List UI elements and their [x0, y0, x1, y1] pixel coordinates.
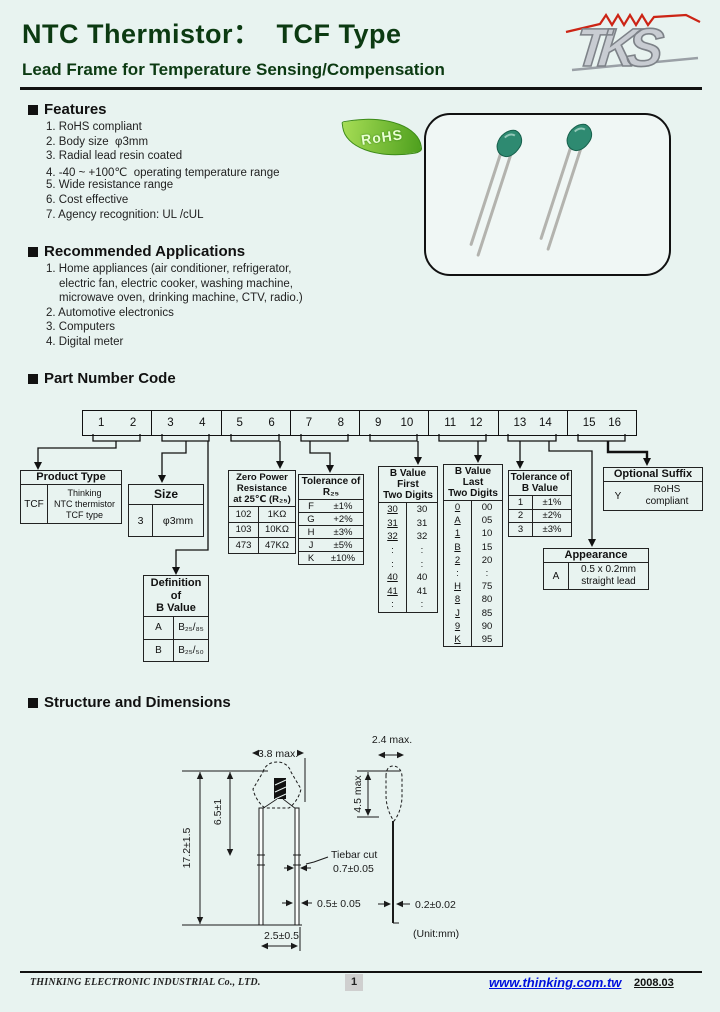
- footer-rule: [20, 971, 702, 973]
- part-number-heading: Part Number Code: [28, 370, 176, 387]
- page-number-badge: 1: [345, 974, 363, 991]
- dim-4-5-max: 4.5 max: [352, 775, 364, 813]
- logo-letters: TKS: [572, 18, 666, 78]
- application-item: 3. Computers: [46, 321, 116, 334]
- appearance-table: Appearance A 0.5 x 0.2mm straight lead: [543, 548, 649, 590]
- application-item: 2. Automotive electronics: [46, 306, 174, 319]
- thermistor-image: [469, 123, 593, 257]
- size-table: Size 3 φ3mm: [128, 484, 204, 537]
- website-link[interactable]: www.thinking.com.tw: [489, 975, 622, 990]
- feature-item: 3. Radial lead resin coated: [46, 150, 183, 163]
- dim-6-5: 6.5±1: [212, 799, 224, 825]
- tolerance-b-table: Tolerance of B Value 1±1% 2±2% 3±3%: [508, 470, 572, 537]
- header-rule: [20, 87, 702, 90]
- application-item: electric fan, electric cooker, washing m…: [59, 277, 293, 290]
- rohs-leaf-icon: RoHS: [341, 110, 423, 164]
- tks-logo: TKS: [565, 12, 701, 79]
- optional-suffix-table: Optional Suffix Y RoHS compliant: [603, 467, 703, 511]
- section-bullet-icon: [28, 246, 38, 257]
- feature-item: 1. RoHS compliant: [46, 121, 142, 133]
- logo-diagonal-line: [571, 56, 699, 72]
- unit-label: (Unit:mm): [413, 928, 459, 940]
- applications-heading: Recommended Applications: [28, 243, 245, 260]
- chip-element: [274, 778, 286, 799]
- thermistor-2: [539, 123, 593, 251]
- section-bullet-icon: [28, 697, 38, 708]
- logo-red-zigzag-icon: [565, 12, 701, 34]
- tolerance-r25-table: Tolerance of R₂₅ F±1% G+2% H±3% J±5% K±1…: [298, 474, 364, 565]
- application-item: 1. Home appliances (air conditioner, ref…: [46, 263, 292, 275]
- rohs-leaf-label: RoHS: [360, 126, 404, 148]
- features-heading: Features: [28, 101, 107, 118]
- footer-date: 2008.03: [634, 977, 674, 989]
- application-item: microwave oven, drinking machine, CTV, r…: [59, 292, 303, 305]
- feature-item: 7. Agency recognition: UL /cUL: [46, 208, 204, 221]
- feature-item: 2. Body size φ3mm: [46, 135, 149, 148]
- section-bullet-icon: [28, 373, 38, 384]
- structure-heading: Structure and Dimensions: [28, 694, 231, 711]
- dim-2-4-max: 2.4 max.: [372, 734, 412, 746]
- page-subtitle: Lead Frame for Temperature Sensing/Compe…: [22, 60, 445, 79]
- dim-17-2: 17.2±1.5: [181, 827, 193, 868]
- application-item: 4. Digital meter: [46, 335, 124, 348]
- applications-list: 1. Home appliances (air conditioner, ref…: [46, 263, 303, 351]
- dim-0-5: 0.5± 0.05: [317, 898, 361, 910]
- feature-item: 6. Cost effective: [46, 193, 129, 206]
- feature-item: 4. -40 ~ +100℃ operating temperature ran…: [46, 166, 280, 179]
- product-type-table: Product Type TCF Thinking NTC thermistor…: [20, 470, 122, 524]
- tiebar-label: Tiebar cut: [331, 849, 377, 861]
- dim-2-5: 2.5±0.5: [264, 930, 299, 942]
- page-title: NTC Thermistor： TCF Type: [22, 19, 402, 49]
- dim-0-7: 0.7±0.05: [333, 863, 374, 875]
- dim-0-2: 0.2±0.02: [415, 899, 456, 911]
- features-list: 1. RoHS compliant 2. Body size φ3mm 3. R…: [46, 121, 279, 223]
- feature-item: 5. Wide resistance range: [46, 179, 174, 192]
- dim-3-8-max: 3.8 max.: [258, 748, 298, 760]
- product-photo: [424, 113, 671, 276]
- dimension-diagram: 2.4 max. 3.8 max. 17.2±1.5 6.5±1 4.5 max…: [181, 734, 459, 951]
- section-bullet-icon: [28, 104, 38, 115]
- footer-company: THINKING ELECTRONIC INDUSTRIAL Co., LTD.: [30, 977, 261, 988]
- thermistor-1: [469, 129, 523, 257]
